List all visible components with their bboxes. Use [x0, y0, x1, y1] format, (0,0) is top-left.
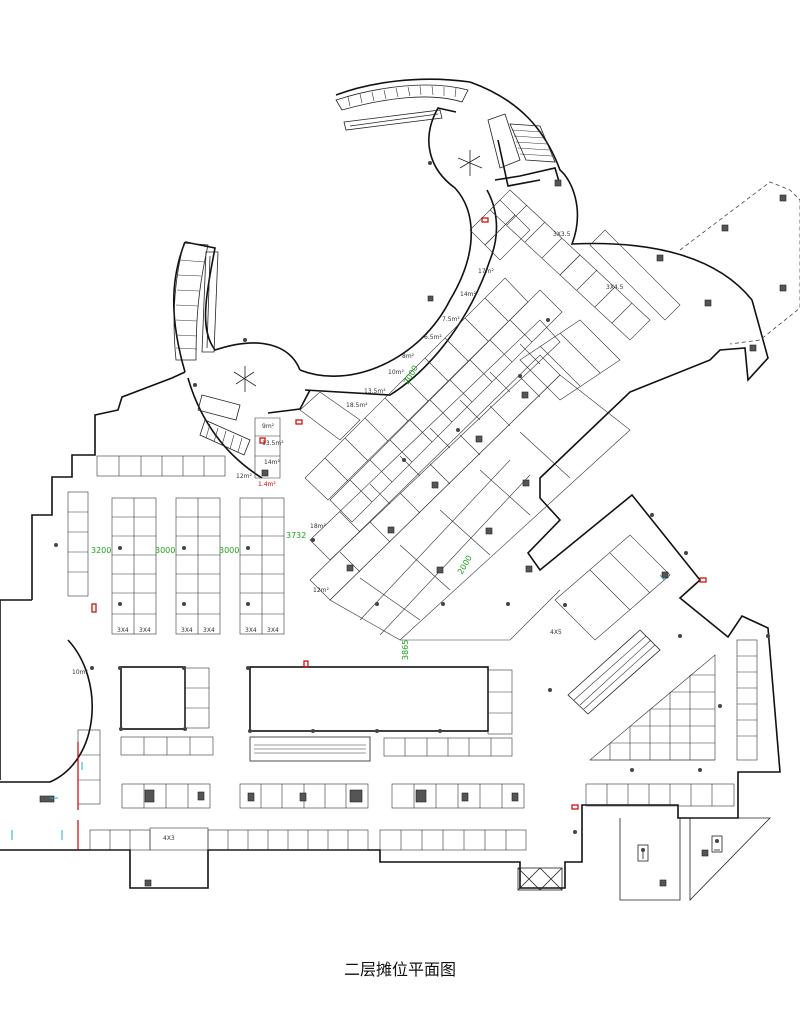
area-label: 18m²: [310, 523, 326, 530]
counter-left: [120, 666, 214, 756]
cyan-markers: [11, 574, 665, 840]
escalator-bottom: [517, 867, 563, 891]
booth-size-labels: 3X4 3X4 3X4 3X4 3X4 3X4 3X3.5 3X4.5 4X5 …: [117, 231, 624, 842]
toilet-icon-right: [711, 835, 723, 853]
booth-grid-2: [175, 497, 221, 635]
counter-center: [249, 666, 513, 757]
plan-caption: 二层摊位平面图: [343, 960, 456, 979]
booth-size-label: 3X4: [117, 627, 129, 634]
area-label: 17m²: [478, 268, 494, 275]
booth-size-label: 3X4: [139, 627, 151, 634]
dimension-label: 3732: [286, 531, 306, 540]
escalator-top-right: [487, 113, 556, 169]
area-label: 6.5m²: [424, 334, 442, 341]
dimension-label: 3000: [155, 546, 175, 555]
area-labels: 17m² 14m² 7.5m² 6.5m² 8m² 10m² 13.5m² 18…: [72, 268, 494, 676]
booth-size-label: 4X5: [550, 629, 562, 636]
revolving-door-top: [457, 150, 483, 176]
dimension-label: 3000: [219, 546, 239, 555]
booth-row-bottom: [89, 827, 527, 851]
outer-walls: [0, 78, 800, 901]
booth-size-label: 3X4: [267, 627, 279, 634]
escalator-top: [335, 84, 469, 131]
area-label: 9m²: [262, 423, 275, 430]
booth-block-upper-diagonal: [304, 199, 563, 523]
booth-block-triangle-right: [589, 639, 758, 761]
booth-size-label: 3X4: [245, 627, 257, 634]
red-markers: [77, 217, 707, 850]
area-label: 7.5m²: [442, 316, 460, 323]
escalators: [173, 84, 661, 891]
booth-grid-1: [111, 497, 157, 635]
booth-column-left: [67, 491, 89, 597]
booth-area-labeled: [254, 391, 361, 479]
booth-size-label: 3X4: [181, 627, 193, 634]
booth-block-middle-diagonal: [309, 319, 621, 561]
escalator-right: [567, 629, 661, 715]
booth-block-upper-right: [489, 189, 681, 341]
booth-grid-3: [239, 497, 285, 635]
area-label: 13.5m²: [262, 440, 284, 447]
booth-size-label: 3X3.5: [553, 231, 571, 238]
area-label: 12m²: [313, 587, 329, 594]
toilet-icon-left: [637, 844, 649, 862]
booth-size-label: 3X4: [203, 627, 215, 634]
revolving-door-left: [233, 366, 257, 392]
dimension-label: 3200: [91, 546, 111, 555]
area-label: 13.5m²: [364, 388, 386, 395]
area-label: 1.4m²: [258, 481, 276, 488]
booth-row-lower: [77, 729, 735, 809]
booth-size-label: 3X4.5: [606, 284, 624, 291]
area-label: 12m²: [236, 473, 252, 480]
structural-columns: [39, 161, 787, 887]
area-label: 10m²: [72, 669, 88, 676]
dimension-labels: 3200 3000 3000 3732 2000 2000 3865: [91, 364, 474, 660]
dimension-label: 2000: [456, 554, 474, 576]
area-label: 10m²: [388, 369, 404, 376]
escalator-left: [173, 242, 219, 361]
area-label: 8m²: [402, 353, 415, 360]
booth-block-right-diag: [554, 534, 671, 641]
booth-row-top-left: [96, 455, 226, 477]
area-label: 18.5m²: [346, 402, 368, 409]
area-label: 14m²: [460, 291, 476, 298]
area-label: 14m²: [264, 459, 280, 466]
escalator-center: [249, 736, 371, 762]
dimension-label: 3865: [401, 640, 410, 660]
booth-block-lower-diagonal: [309, 354, 631, 641]
booth-size-label: 4X3: [163, 835, 175, 842]
escalator-lower-left: [197, 394, 251, 456]
